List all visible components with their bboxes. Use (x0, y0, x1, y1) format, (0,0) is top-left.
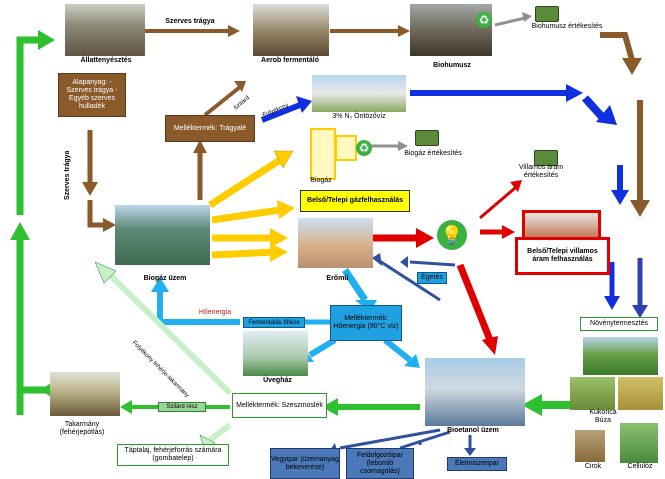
label-bioetanol-uzem: Bioetanol üzem (447, 427, 499, 434)
label-allattenyesztes: Állattenyésztés (80, 57, 132, 64)
recycle-icon-top: ♻ (476, 12, 492, 28)
melleketermek-hoenergia-box: Melléktermék: Hőenergia (90°C víz) (330, 305, 402, 341)
elelmiszeripar-box: Élelmiszeripar (447, 457, 507, 471)
label-cirok: Cirok (584, 463, 602, 470)
takarmany-photo (50, 372, 120, 416)
melleketermek-szeszmoslek-box: Melléktermék: Szeszmoslék (232, 393, 327, 418)
cirok-photo (575, 430, 605, 462)
money-icon-biogaz (415, 130, 439, 146)
vegyipar-box: Vegyipar (üzemanyag bekeverése) (270, 448, 340, 479)
label-biogaz-ertekesites: Biogáz értékesítés (404, 150, 462, 157)
label-biogaz: Biogáz (310, 177, 332, 184)
cellulaz-photo (620, 423, 658, 463)
biogaz-icon (310, 128, 336, 180)
label-takarmany: Takarmány (fehérjepótlás) (59, 421, 105, 436)
barn-photo (65, 4, 145, 56)
green-loop-arrowhead-2 (38, 30, 55, 50)
label-szerves-tragya-top: Szerves trágya (165, 18, 215, 25)
label-biohumusz: Biohumusz (433, 62, 471, 69)
wheat-photo (618, 377, 663, 410)
label-aerob: Aerob fermentáló (261, 57, 319, 64)
ontozoviz-photo (312, 75, 406, 112)
szilard-resz-box: Szilárd rész (158, 402, 206, 412)
melleketermek-tragyale-box: Melléktermék: Trágyalé (165, 115, 255, 142)
biogaz-small-icon (335, 135, 357, 161)
money-icon-villamos (534, 150, 558, 166)
recycle-icon-biogaz: ♻ (356, 140, 372, 156)
label-uveghaz: Üveghá​z (263, 377, 292, 384)
eromu-photo (298, 218, 373, 268)
aerob-photo (253, 4, 329, 56)
field-photo (583, 337, 658, 375)
label-cellulaz: Cellulóz (627, 463, 653, 470)
label-hoenergia: Hőenergia (198, 309, 232, 316)
egetes-box: Égetés (417, 272, 447, 284)
uveghaz-photo (243, 331, 308, 376)
label-ontozoviz: 3% N₂ Öntözővíz (332, 113, 386, 120)
alapanyag-box: Alapanyag: - Szerves trágya - Egyéb szer… (58, 73, 126, 117)
label-szerves-tragya-side: Szerves trágya (64, 150, 71, 200)
bioetanol-photo (425, 358, 525, 426)
belso-gaz-box: Belső/Telepi gázfelhasználás (300, 190, 410, 212)
label-kukorica: Kukorica Búza (589, 409, 617, 424)
feldolgozoipar-box: Feldolgozóipar (lebomló csomagolás) (346, 448, 414, 479)
corn-photo (570, 377, 615, 410)
label-eromu: Erőmű (326, 275, 349, 282)
brown-arrow-right (600, 32, 635, 61)
green-loop-arrowhead-1 (10, 222, 30, 240)
label-villamos-ertekesites: Villamos áram értékesítés (518, 164, 564, 179)
fermentalas-box: Fermentálás fűtése (243, 317, 305, 328)
taptalaj-box: Táptalaj, fehérjeforrás számára (gombate… (117, 444, 229, 466)
label-biohumusz-ertekesites: Biohumusz értékesítés (531, 23, 603, 30)
noveny-box: Növénytermesztés (580, 317, 658, 331)
money-icon-biohumusz (535, 6, 559, 22)
belso-villamos-box: Belső/Telepi villamos áram felhasználás (515, 237, 610, 275)
biogaz-tank-photo (115, 205, 210, 265)
label-biogaz-uzem: Biogáz üzem (143, 275, 187, 282)
lightbulb-icon: 💡 (437, 220, 467, 250)
